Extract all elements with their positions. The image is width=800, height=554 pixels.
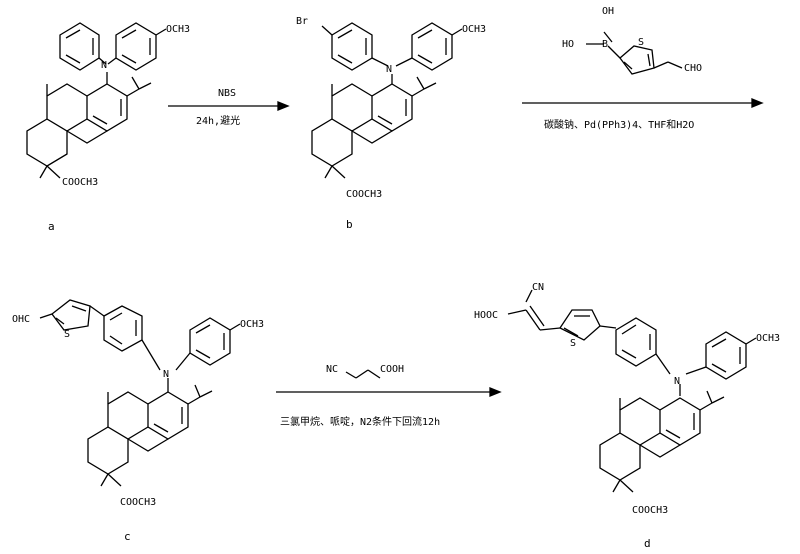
compound-b-ester: COOCH3 — [346, 189, 382, 200]
arrow-head-3 — [489, 387, 502, 397]
compound-a-structure — [26, 22, 167, 179]
arrow-head-1 — [277, 101, 290, 111]
reagent-boron: B — [602, 39, 608, 50]
compound-b-methoxy: OCH3 — [462, 24, 486, 35]
compound-c-label: c — [124, 530, 131, 543]
reagent-hydroxy-1: OH — [602, 6, 614, 17]
compound-d-nitrile: CN — [532, 282, 544, 293]
compound-c-aldehyde: OHC — [12, 314, 30, 325]
compound-a-ester: COOCH3 — [62, 177, 98, 188]
compound-c-methoxy: OCH3 — [240, 319, 264, 330]
arrow-head-2 — [751, 98, 764, 108]
thiophene-ring — [559, 309, 601, 341]
compound-b-nitrogen: N — [386, 64, 392, 75]
compound-b-structure — [311, 22, 463, 179]
thiophene-ring — [51, 299, 91, 331]
reagent-aldehyde: CHO — [684, 63, 702, 74]
cyanoacetic-acid-reagent — [345, 369, 381, 379]
step2-condition: 碳酸钠、Pd(PPh3)4、THF和H2O — [544, 118, 694, 131]
compound-d-structure — [507, 289, 757, 493]
compound-a-label: a — [48, 220, 55, 233]
compound-d-label: d — [644, 537, 651, 550]
compound-d-ester: COOCH3 — [632, 505, 668, 516]
step1-reagent: NBS — [218, 88, 236, 99]
reagent-nitrile: NC — [326, 364, 338, 375]
compound-c-sulfur: S — [64, 329, 70, 340]
reagent-carboxylic-acid: COOH — [380, 364, 404, 375]
thiophene-ring — [619, 45, 655, 75]
compound-c-structure — [39, 299, 241, 487]
compound-d-methoxy: OCH3 — [756, 333, 780, 344]
reagent-sulfur: S — [638, 37, 644, 48]
step1-condition: 24h,避光 — [196, 114, 240, 127]
compound-d-sulfur: S — [570, 338, 576, 349]
compound-a-nitrogen: N — [101, 60, 107, 71]
boronic-acid-reagent — [586, 31, 683, 75]
compound-d-nitrogen: N — [674, 376, 680, 387]
compound-d-carboxylic-acid: HOOC — [474, 310, 498, 321]
compound-c-ester: COOCH3 — [120, 497, 156, 508]
compound-c-nitrogen: N — [163, 369, 169, 380]
compound-a-methoxy: OCH3 — [166, 24, 190, 35]
step3-condition: 三氯甲烷、哌啶，N2条件下回流12h — [280, 415, 440, 428]
reagent-hydroxy-2: HO — [562, 39, 574, 50]
compound-b-label: b — [346, 218, 353, 231]
compound-b-bromo: Br — [296, 16, 308, 27]
